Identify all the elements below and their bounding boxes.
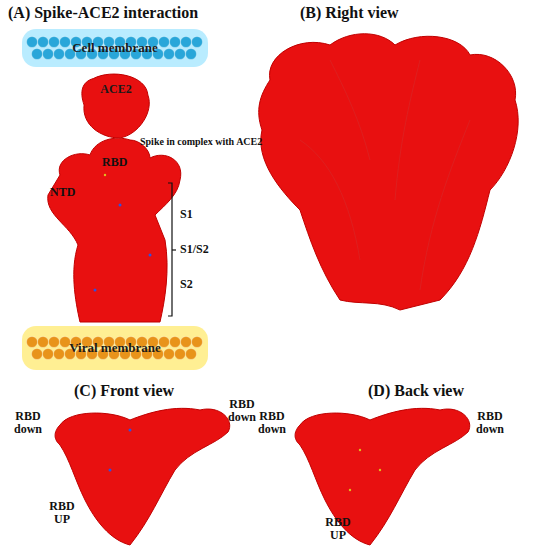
- cell-membrane: Cell membrane: [22, 25, 208, 71]
- surface-dot: [104, 174, 106, 176]
- domain-label: RBD down: [470, 410, 510, 436]
- panel-title: (C) Front view: [74, 382, 174, 400]
- domain-label: RBD UP: [318, 516, 358, 542]
- spike-surface: [259, 34, 518, 310]
- panel-title: (D) Back view: [368, 382, 464, 400]
- node-label: Viral membrane: [69, 340, 161, 356]
- domain-label: RBD down: [8, 410, 48, 436]
- surface-dot: [359, 449, 361, 451]
- protein-surface: [78, 72, 154, 138]
- domain-label: RBD: [102, 156, 127, 169]
- surface-dot: [119, 204, 122, 207]
- domain-label: S2: [180, 278, 193, 291]
- surface-dot: [129, 429, 132, 432]
- spike-surface: [55, 408, 230, 545]
- domain-bracket: [168, 183, 172, 316]
- domain-label: S1/S2: [180, 243, 209, 256]
- surface-dot: [379, 469, 381, 471]
- domain-label: RBD UP: [42, 500, 82, 526]
- domain-bracket: [172, 249, 176, 250]
- domain-label: RBD down: [222, 398, 262, 424]
- spike-surface: [295, 408, 470, 545]
- domain-label: NTD: [50, 186, 75, 199]
- callout-label: Spike in complex with ACE2: [140, 136, 262, 147]
- surface-dot: [349, 489, 351, 491]
- surface-dot: [94, 289, 97, 292]
- panel-title: (B) Right view: [300, 4, 399, 22]
- node-label: Cell membrane: [72, 40, 158, 56]
- ace2-receptor: ACE2: [78, 72, 154, 138]
- panel-title: (A) Spike-ACE2 interaction: [8, 4, 198, 22]
- surface-dot: [149, 254, 152, 257]
- domain-label: RBD down: [252, 410, 292, 436]
- viral-membrane: Viral membrane: [22, 322, 208, 374]
- surface-detail: [300, 60, 470, 290]
- domain-label: S1: [180, 208, 193, 221]
- node-label: ACE2: [100, 82, 131, 97]
- spike-surface: [48, 138, 181, 322]
- surface-dot: [109, 469, 112, 472]
